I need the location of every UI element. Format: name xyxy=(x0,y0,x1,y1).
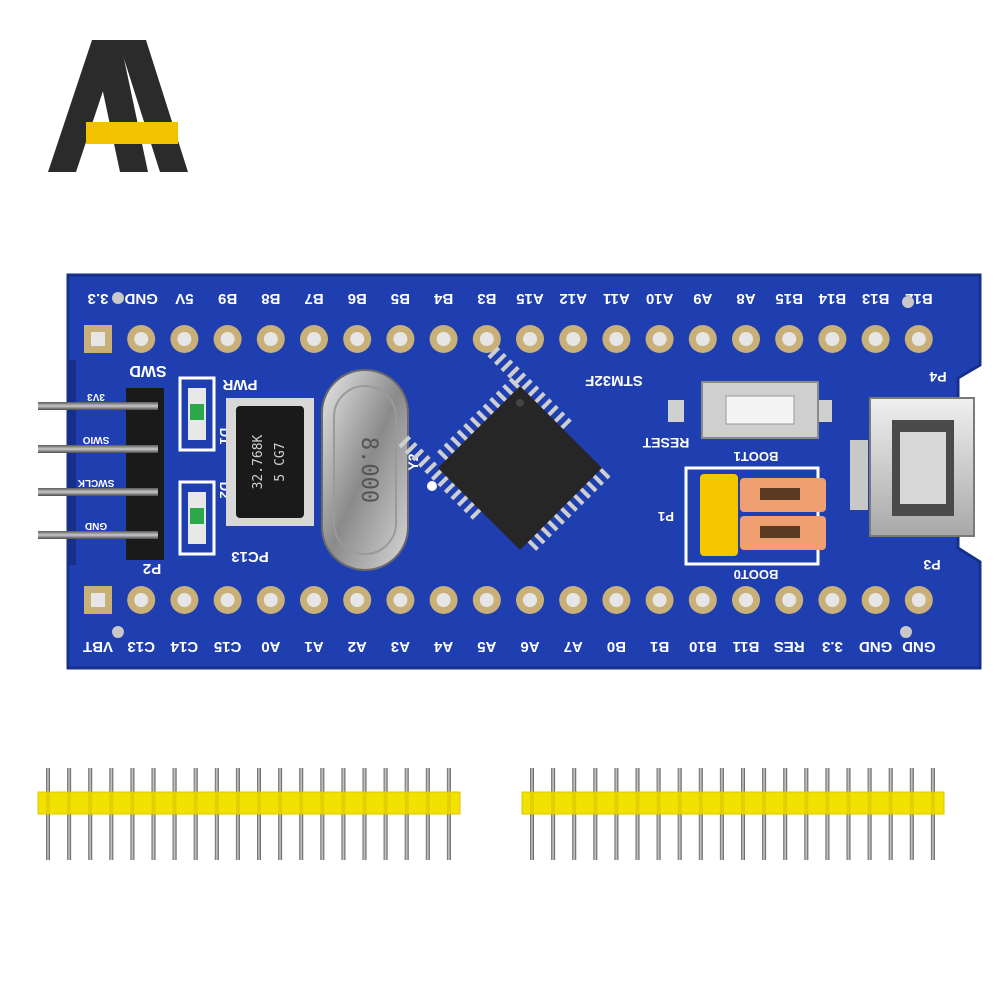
mcu-label: STM32F xyxy=(585,372,643,389)
pin-label: A5 xyxy=(477,638,496,655)
bottom-pin-labels: VBT C13 C14 C15 A0 A1 A2 A3 A4 A5 A6 A7 B0 B1 B10 B11 RE… xyxy=(83,638,935,655)
pin-label: A9 xyxy=(693,290,712,307)
pin-label: A12 xyxy=(559,290,587,307)
pin-label: A3 xyxy=(391,638,410,655)
pin-label: B14 xyxy=(818,290,846,307)
pin-label: GND xyxy=(859,638,893,655)
top-pin-row xyxy=(84,325,933,353)
pin-label: A11 xyxy=(603,290,630,307)
pwr-led: PWR D1 xyxy=(178,376,258,452)
swd-pin-label: SWCLK xyxy=(77,477,114,488)
pin-label: A2 xyxy=(348,638,367,655)
pin-label: B7 xyxy=(304,290,323,307)
pin-label: B15 xyxy=(775,290,803,307)
pin-header-strip-left xyxy=(37,768,461,860)
pin-label: A0 xyxy=(261,638,280,655)
mounting-holes xyxy=(112,292,914,638)
p3-label: P3 xyxy=(923,557,940,573)
pin-label: B9 xyxy=(218,290,237,307)
pin-header-strip-right xyxy=(521,768,945,860)
top-pin-labels: B12B13B14B15A8A9A10A11A12A15B3B4B5B6B7B8… xyxy=(88,290,933,307)
pin-label: A1 xyxy=(304,638,323,655)
p1-label: P1 xyxy=(658,509,674,524)
pin-label: B11 xyxy=(733,638,760,655)
osc-mark-1: 32.768K xyxy=(251,434,266,489)
pin-label: 5V xyxy=(175,290,193,307)
mcu-chip: STM32F xyxy=(398,346,643,551)
pin-label: RES xyxy=(774,638,805,655)
pin-label: A6 xyxy=(520,638,539,655)
boot-jumpers[interactable]: BOOT1 BOOT0 P1 xyxy=(658,449,826,582)
swd-pin-label: GND xyxy=(85,520,107,531)
pin-label: A7 xyxy=(564,638,583,655)
pin-label: C15 xyxy=(214,638,242,655)
pin-label: B6 xyxy=(348,290,367,307)
pin-label: A15 xyxy=(516,290,544,307)
swd-pin xyxy=(38,488,158,496)
rtc-crystal: 32.768K 5 CG7 xyxy=(226,398,314,526)
pin-label: 3.3 xyxy=(822,638,843,655)
micro-usb-port[interactable]: P4 P3 xyxy=(850,369,975,573)
hse-crystal: 8.000 Y2 xyxy=(321,369,421,571)
pin-label: C14 xyxy=(170,638,198,655)
pin-label: B5 xyxy=(391,290,410,307)
boot1-label: BOOT1 xyxy=(734,449,779,464)
pc13-label: PC13 xyxy=(231,548,269,565)
pwr-label: PWR xyxy=(222,376,257,393)
swd-pin-label: 3V3 xyxy=(87,391,105,402)
pin-label: B4 xyxy=(433,290,453,307)
crystal-mark: 8.000 xyxy=(356,437,381,503)
p2-label: P2 xyxy=(143,560,161,577)
pin-label: B1 xyxy=(650,638,669,655)
swd-label: SWD xyxy=(129,362,166,379)
pin-label: B8 xyxy=(261,290,280,307)
pin-label: B10 xyxy=(689,638,717,655)
brand-logo xyxy=(48,40,188,172)
pin-label: 3.3 xyxy=(88,290,109,307)
pin-label: B0 xyxy=(607,638,626,655)
swd-pin-label: SWIO xyxy=(82,434,109,445)
reset-label: RESET xyxy=(642,435,689,451)
reset-button[interactable]: RESET xyxy=(642,381,832,451)
pin-label: B3 xyxy=(477,290,496,307)
pin-label: VBT xyxy=(83,638,113,655)
swd-pin xyxy=(38,402,158,410)
pin-label: A10 xyxy=(646,290,674,307)
pin-label: A4 xyxy=(433,638,453,655)
pin-label: C13 xyxy=(127,638,155,655)
p4-label: P4 xyxy=(929,369,946,385)
pin-label: B13 xyxy=(862,290,890,307)
pin-label: A8 xyxy=(736,290,755,307)
boot0-label: BOOT0 xyxy=(734,567,779,582)
swd-pin xyxy=(38,445,158,453)
pc13-led: D2 PC13 xyxy=(178,480,269,565)
swd-pin xyxy=(38,531,158,539)
osc-mark-2: 5 CG7 xyxy=(273,442,288,481)
pin-label: GND xyxy=(124,290,158,307)
bottom-pin-row xyxy=(84,586,933,614)
pin-label: GND xyxy=(902,638,936,655)
